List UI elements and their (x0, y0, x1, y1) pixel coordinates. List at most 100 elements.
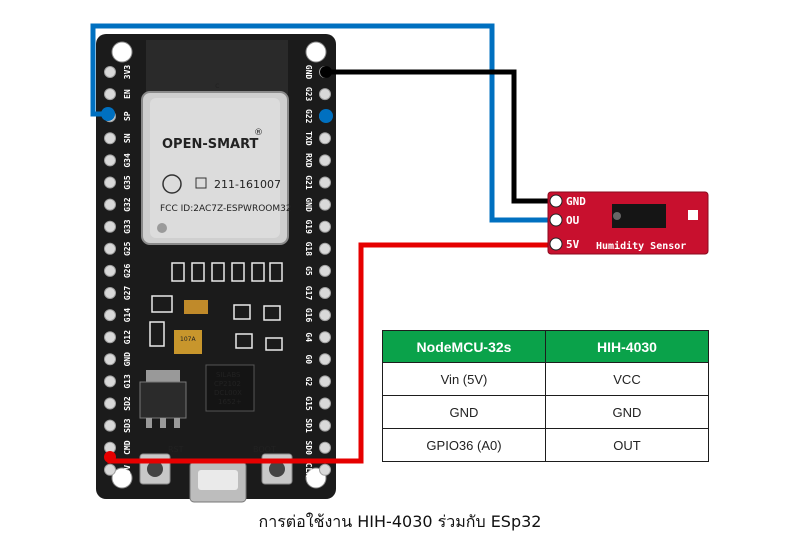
smd-components: 107A (149, 262, 283, 354)
pin-hole-icon (104, 331, 116, 344)
right-pin-label-gnd: GND (304, 65, 313, 80)
right-pin-header: GNDG23G22TXDRXDG21GNDG19G18G5G17G16G4G0G… (304, 65, 331, 477)
left-pin-label-g26: G26 (123, 263, 132, 278)
right-pin-label-g2: G2 (304, 377, 313, 387)
right-pin-label-g19: G19 (304, 219, 313, 234)
usb-uart-chip: SILABS CP2102 DCL00X 1652+ (205, 364, 255, 412)
left-pin-label-sd2: SD2 (123, 396, 132, 411)
right-pin-label-sd1: SD1 (304, 418, 313, 433)
pin-hole-icon (319, 264, 331, 277)
pin-hole-icon (104, 132, 116, 145)
mount-hole-icon (111, 41, 133, 63)
right-pin-label-g18: G18 (304, 242, 313, 257)
wires (90, 23, 556, 464)
pin-hole-icon (319, 353, 331, 366)
pin-hole-icon (319, 331, 331, 344)
rst-label: RST (168, 445, 184, 454)
right-pin-label-g22: G22 (304, 109, 313, 124)
chip-line-1: SILABS (216, 371, 241, 379)
pin-hole-icon (319, 309, 331, 322)
pin-hole-icon (319, 198, 331, 211)
pin-hole-icon (104, 287, 116, 299)
pin-hole-icon (104, 264, 116, 277)
pin-hole-icon (104, 463, 116, 476)
left-pin-label-g13: G13 (123, 374, 132, 389)
left-pin-label-sd3: SD3 (123, 418, 132, 433)
sensor-pin-out-label: OU (566, 214, 580, 227)
pin-hole-icon (104, 198, 116, 211)
left-pin-label-3v3: 3V3 (123, 65, 132, 80)
table-row: Vin (5V) VCC (382, 362, 709, 396)
pin-hole-icon (104, 66, 116, 78)
table-cell: OUT (545, 428, 709, 462)
table-cell: VCC (545, 362, 709, 396)
tantalum-capacitor (184, 300, 208, 314)
pin-hole-icon (104, 242, 116, 255)
pin-hole-icon (104, 419, 116, 432)
pin-hole-icon (104, 220, 116, 233)
boot-label: BOOT (253, 445, 276, 454)
humidity-sensor-board: GND OU 5V Humidity Sensor (547, 191, 709, 255)
table-header-row: NodeMCU-32s HIH-4030 (382, 330, 709, 363)
sensor-name: Humidity Sensor (596, 240, 686, 252)
left-pin-label-g35: G35 (123, 175, 132, 190)
cap-label: 107A (180, 336, 196, 343)
antenna-mark: c (215, 81, 219, 90)
table-cell: Vin (5V) (382, 362, 546, 396)
left-pin-label-g25: G25 (123, 241, 132, 256)
table-row: GPIO36 (A0) OUT (382, 428, 709, 462)
wiring-table: NodeMCU-32s HIH-4030 Vin (5V) VCC GND GN… (382, 330, 709, 462)
right-pin-label-g15: G15 (304, 396, 313, 411)
table-header-hih: HIH-4030 (545, 330, 709, 363)
pin-hole-icon (319, 419, 331, 432)
right-pin-label-rxd: RXD (304, 153, 313, 168)
esp32-board: c OPEN-SMART ® 211-161007 FCC ID:2AC7Z-E… (96, 34, 336, 503)
micro-usb-port[interactable] (189, 461, 247, 503)
left-pin-label-g33: G33 (123, 219, 132, 234)
wire-gnd (326, 69, 556, 204)
pin-hole-icon (104, 375, 116, 388)
right-pin-label-g17: G17 (304, 286, 313, 301)
wire-out-endpoint-icon (319, 109, 333, 123)
pin-hole-icon (319, 463, 331, 476)
wire-gnd-endpoint-icon (320, 66, 332, 78)
right-pin-label-g0: G0 (304, 354, 313, 364)
left-pin-label-g12: G12 (123, 330, 132, 345)
module-brand: OPEN-SMART (162, 137, 259, 152)
registered-mark: ® (254, 128, 263, 138)
right-pin-label-g23: G23 (304, 87, 313, 102)
pin-hole-icon (104, 353, 116, 366)
left-pin-label-cmd: CMD (123, 440, 132, 455)
left-pin-label-en: EN (123, 89, 132, 99)
table-cell: GPIO36 (A0) (382, 428, 546, 462)
pin-hole-icon (319, 287, 331, 299)
right-pin-label-clk: CLK (304, 463, 313, 478)
sensor-pin-5v-label: 5V (566, 238, 580, 251)
voltage-regulator (139, 370, 187, 428)
module-cert: 211-161007 (214, 178, 281, 191)
esp-module: OPEN-SMART ® 211-161007 FCC ID:2AC7Z-ESP… (141, 91, 292, 245)
pin-hole-icon (319, 88, 331, 101)
mount-hole-icon (111, 467, 133, 489)
right-pin-label-g5: G5 (304, 266, 313, 276)
left-pin-label-g34: G34 (123, 153, 132, 168)
module-fcc: FCC ID:2AC7Z-ESPWROOM32 (160, 204, 292, 214)
pin-hole-icon (104, 309, 116, 322)
ce-mark-icon (162, 174, 182, 194)
table-header-nodemcu: NodeMCU-32s (382, 330, 546, 363)
module-dot-icon (157, 223, 167, 233)
left-pin-label-sp: SP (123, 111, 132, 121)
left-pin-label-5v: 5V (123, 465, 132, 475)
mount-hole-icon (305, 41, 327, 63)
table-row: GND GND (382, 395, 709, 429)
antenna-area (146, 40, 288, 94)
chip-line-4: 1652+ (218, 398, 242, 406)
pin-hole-icon (104, 88, 116, 101)
sensor-pin-gnd-label: GND (566, 195, 586, 208)
pin-hole-icon (104, 154, 116, 167)
pin-hole-icon (104, 176, 116, 189)
right-pin-label-txd: TXD (304, 131, 313, 146)
right-pin-label-sd0: SD0 (304, 440, 313, 455)
wire-out-endpoint-icon (101, 107, 115, 121)
